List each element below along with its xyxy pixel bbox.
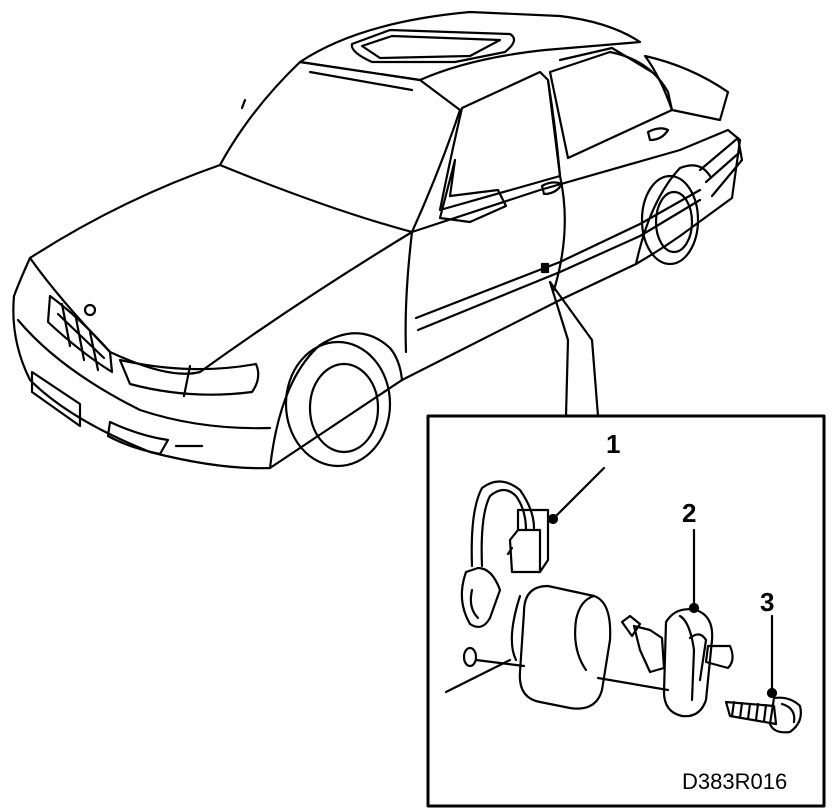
connector-part [460,480,550,629]
callout-1-label: 1 [606,429,621,459]
car-illustration [12,10,744,470]
rubber-boot-part [474,584,670,710]
callout-1-dot [547,513,559,525]
callout-1-leader [554,466,606,518]
inset-pointer [548,280,600,418]
drawing-code: D383R016 [682,769,788,794]
door-switch-part [620,608,734,718]
screw-part [724,696,802,734]
callout-3-label: 3 [760,587,775,617]
detail-inset-frame [426,414,826,808]
callout-3-dot [766,687,778,699]
callout-2-dot [688,602,700,614]
door-pillar [444,594,522,694]
callout-2-label: 2 [682,498,697,528]
